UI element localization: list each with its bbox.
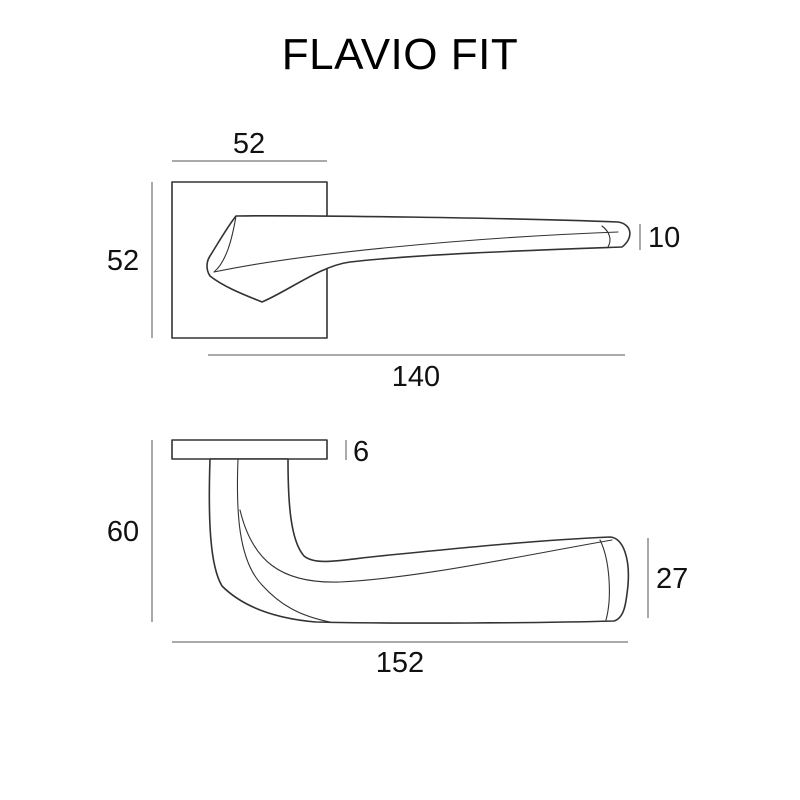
dim-rose-width-label: 52 — [233, 128, 265, 160]
lever-side-end — [599, 539, 610, 621]
dim-rose-depth-label: 6 — [353, 436, 369, 468]
dim-grip-height-label: 27 — [656, 563, 688, 595]
lever-side-inner-curve — [236, 458, 331, 623]
side-view: 6 60 27 152 — [107, 436, 688, 679]
lever-front — [206, 215, 631, 303]
product-title: FLAVIO FIT — [281, 30, 519, 79]
dim-lever-thickness-label: 10 — [648, 222, 680, 254]
lever-side — [208, 458, 630, 624]
dim-rose-height-label: 52 — [107, 245, 139, 277]
dim-lever-length-top-label: 140 — [392, 361, 440, 393]
lever-front-tip — [601, 225, 611, 248]
dim-lever-length-side-label: 152 — [376, 647, 424, 679]
lever-front-ridge — [213, 215, 237, 273]
lever-side-crease — [239, 509, 613, 583]
rose-plate-side — [171, 439, 328, 460]
dim-projection-label: 60 — [107, 516, 139, 548]
top-view: 52 52 10 140 — [107, 128, 680, 393]
lever-front-crease — [213, 231, 619, 273]
